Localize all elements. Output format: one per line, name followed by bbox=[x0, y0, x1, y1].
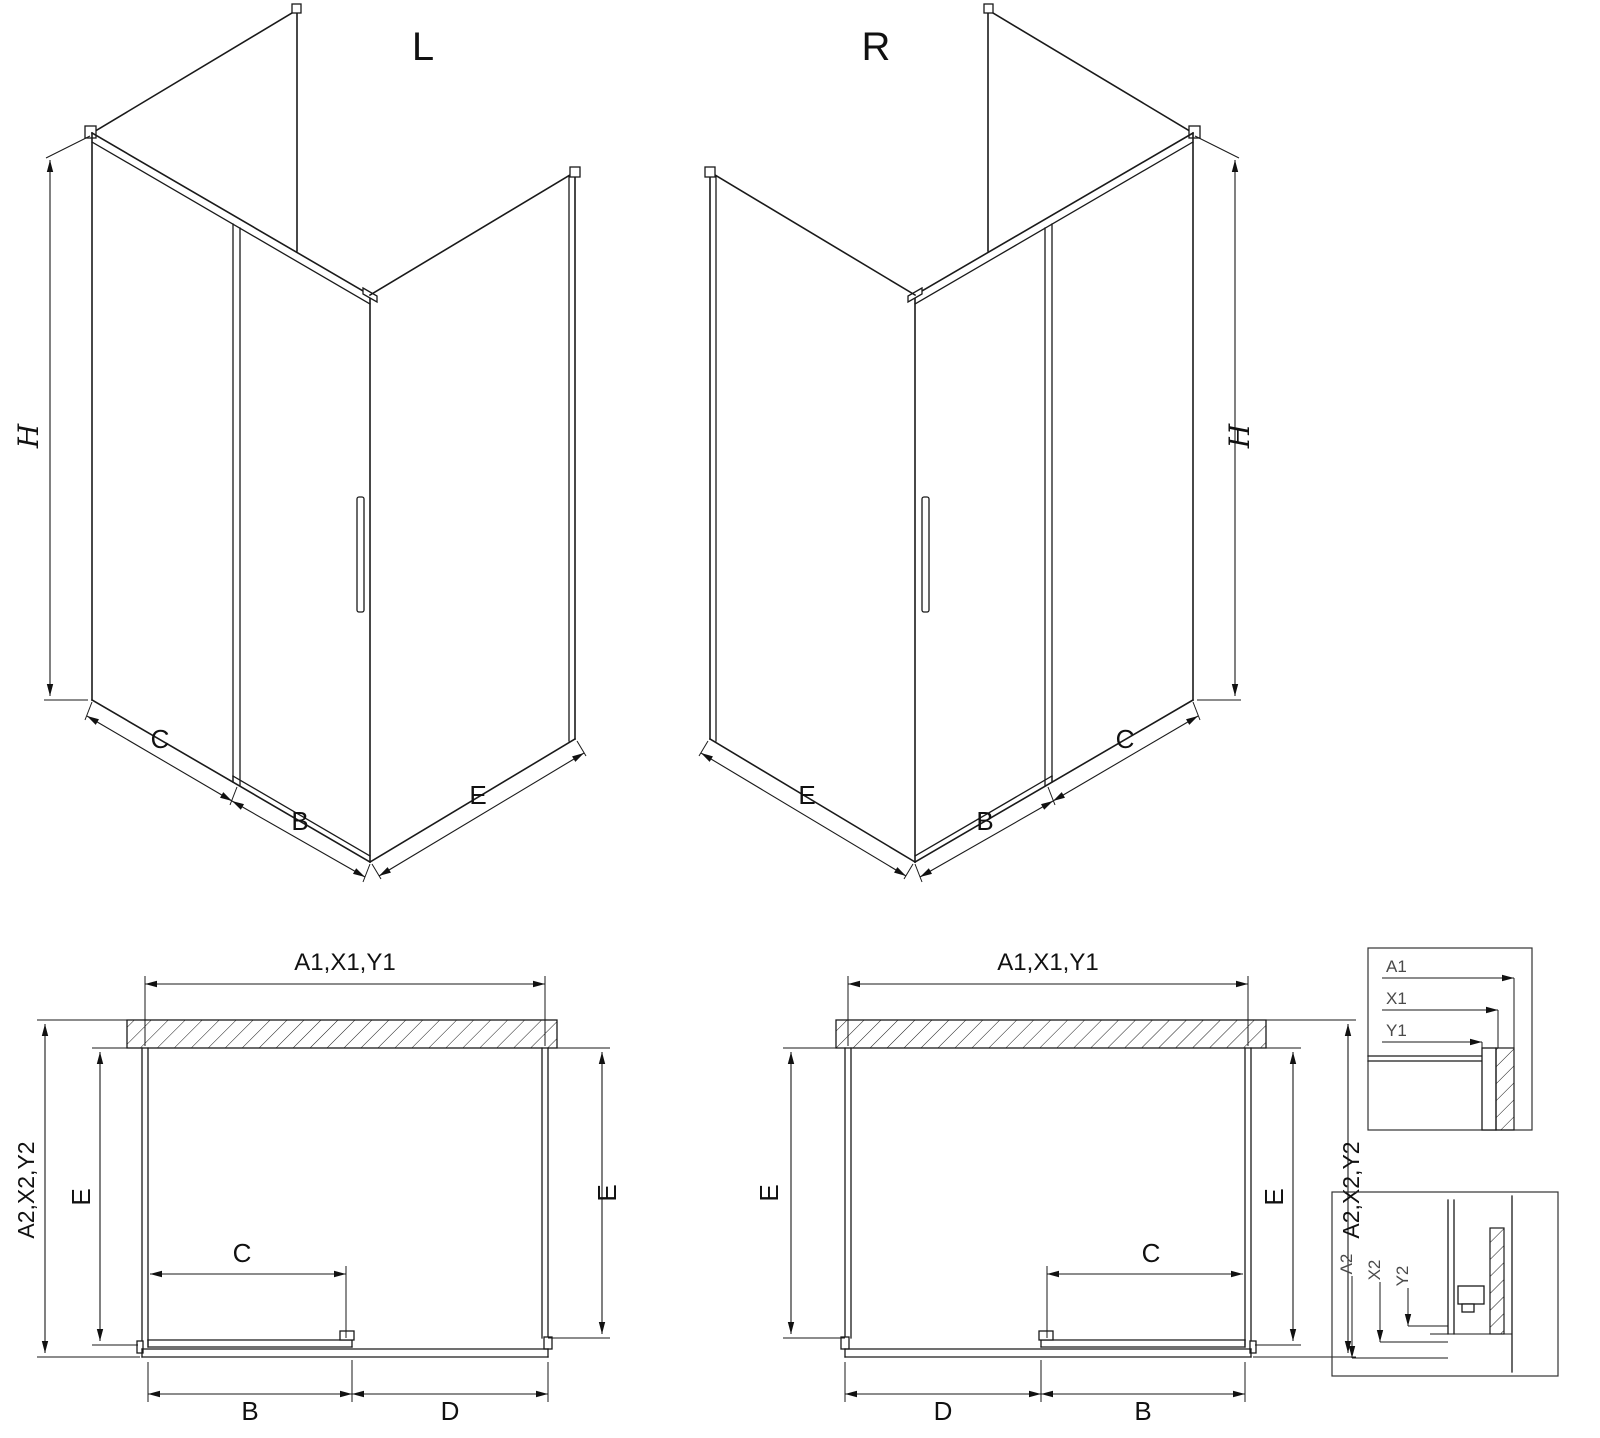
dim-label-e: E bbox=[798, 780, 815, 810]
plan-right-door-track bbox=[844, 1348, 1252, 1358]
slider-handle bbox=[339, 1330, 355, 1341]
iso-right-door-assembly bbox=[907, 131, 1195, 864]
iso-right-view: R bbox=[698, 3, 1256, 883]
dim-label-c: C bbox=[233, 1238, 252, 1268]
iso-left-dim-c: C bbox=[84, 701, 238, 806]
plan-left-dim-depth: A2,X2,Y2 bbox=[13, 1019, 140, 1358]
detail-wall-profile: A1 X1 Y1 bbox=[1367, 947, 1533, 1131]
detail-label-a1: A1 bbox=[1386, 957, 1407, 976]
dim-label-d: D bbox=[441, 1396, 460, 1426]
slider-handle bbox=[1038, 1330, 1054, 1341]
dim-label-h: H bbox=[12, 423, 45, 449]
plan-left-dims-bottom: B D bbox=[147, 1360, 549, 1426]
detail-label-x1: X1 bbox=[1386, 989, 1407, 1008]
wall-section bbox=[126, 1019, 558, 1049]
plan-left-dim-e-right: E bbox=[548, 1047, 622, 1339]
dim-label-e-right: E bbox=[592, 1184, 622, 1201]
plan-left-sliding-panel bbox=[147, 1330, 355, 1348]
wall-profile-section bbox=[1481, 1047, 1497, 1131]
plan-right-dim-c: C bbox=[1046, 1238, 1243, 1338]
dim-label-b: B bbox=[291, 806, 308, 836]
dim-label-b: B bbox=[976, 806, 993, 836]
dim-label-depth: A2,X2,Y2 bbox=[1338, 1141, 1364, 1238]
plan-right-sliding-panel bbox=[1038, 1330, 1246, 1348]
variant-right-label: R bbox=[862, 25, 891, 69]
floor-bracket bbox=[1457, 1285, 1485, 1305]
iso-right-dim-c: C bbox=[1047, 701, 1201, 806]
dim-label-d: D bbox=[934, 1396, 953, 1426]
dim-label-e-left: E bbox=[754, 1184, 784, 1201]
door-handle bbox=[356, 496, 365, 613]
iso-left-dim-b: B bbox=[231, 800, 371, 883]
iso-right-dim-b: B bbox=[914, 800, 1054, 883]
iso-left-door-assembly bbox=[90, 131, 378, 864]
dim-label-width: A1,X1,Y1 bbox=[997, 949, 1098, 976]
iso-right-back-panel bbox=[983, 3, 1201, 252]
door-handle bbox=[921, 496, 930, 613]
plan-left-dim-e-left: E bbox=[66, 1047, 138, 1346]
dim-label-c: C bbox=[1142, 1238, 1161, 1268]
variant-left-label: L bbox=[412, 25, 434, 69]
dim-label-e: E bbox=[469, 780, 486, 810]
dim-label-e-left: E bbox=[66, 1188, 96, 1205]
detail-label-y2: Y2 bbox=[1393, 1266, 1412, 1287]
dim-label-width: A1,X1,Y1 bbox=[294, 949, 395, 976]
detail-label-y1: Y1 bbox=[1386, 1021, 1407, 1040]
plan-right-dim-e-left: E bbox=[754, 1047, 845, 1339]
plan-right-dim-e-right: E bbox=[1255, 1047, 1301, 1346]
dim-label-c: C bbox=[151, 724, 170, 754]
dim-label-c: C bbox=[1116, 724, 1135, 754]
iso-left-back-panel bbox=[84, 3, 302, 252]
dim-label-depth: A2,X2,Y2 bbox=[13, 1141, 39, 1238]
iso-left-view: L bbox=[12, 3, 587, 883]
detail-label-a2: A2 bbox=[1337, 1254, 1356, 1275]
iso-left-side-panel bbox=[368, 166, 581, 864]
plan-left-glass-panels bbox=[136, 1047, 553, 1354]
wall-hatch bbox=[1495, 1047, 1515, 1131]
plan-right-glass-panels bbox=[840, 1047, 1257, 1354]
plan-left-door-track bbox=[141, 1348, 549, 1358]
dim-label-b: B bbox=[1134, 1396, 1151, 1426]
wall-hatch bbox=[1489, 1227, 1505, 1335]
plan-left-view: A1,X1,Y1 E bbox=[13, 949, 622, 1426]
wall-section bbox=[835, 1019, 1267, 1049]
iso-left-dim-h: H bbox=[12, 135, 91, 701]
plan-right-dims-bottom: D B bbox=[844, 1360, 1246, 1426]
detail-label-x2: X2 bbox=[1365, 1260, 1384, 1281]
plan-left-dim-width: A1,X1,Y1 bbox=[144, 949, 546, 1046]
detail-floor-profile: A2 X2 Y2 bbox=[1331, 1191, 1559, 1377]
iso-right-dim-h: H bbox=[1194, 135, 1256, 701]
dim-label-b: B bbox=[241, 1396, 258, 1426]
plan-right-view: A1,X1,Y1 E bbox=[754, 949, 1364, 1426]
iso-left-dim-e: E bbox=[371, 740, 587, 880]
iso-right-side-panel bbox=[704, 166, 917, 864]
plan-right-dim-width: A1,X1,Y1 bbox=[847, 949, 1249, 1046]
plan-left-dim-c: C bbox=[150, 1238, 347, 1338]
dim-label-e-right: E bbox=[1259, 1188, 1289, 1205]
dim-label-h: H bbox=[1223, 423, 1256, 449]
iso-right-dim-e: E bbox=[698, 740, 914, 880]
plan-right-dim-depth: A2,X2,Y2 bbox=[1253, 1019, 1364, 1358]
